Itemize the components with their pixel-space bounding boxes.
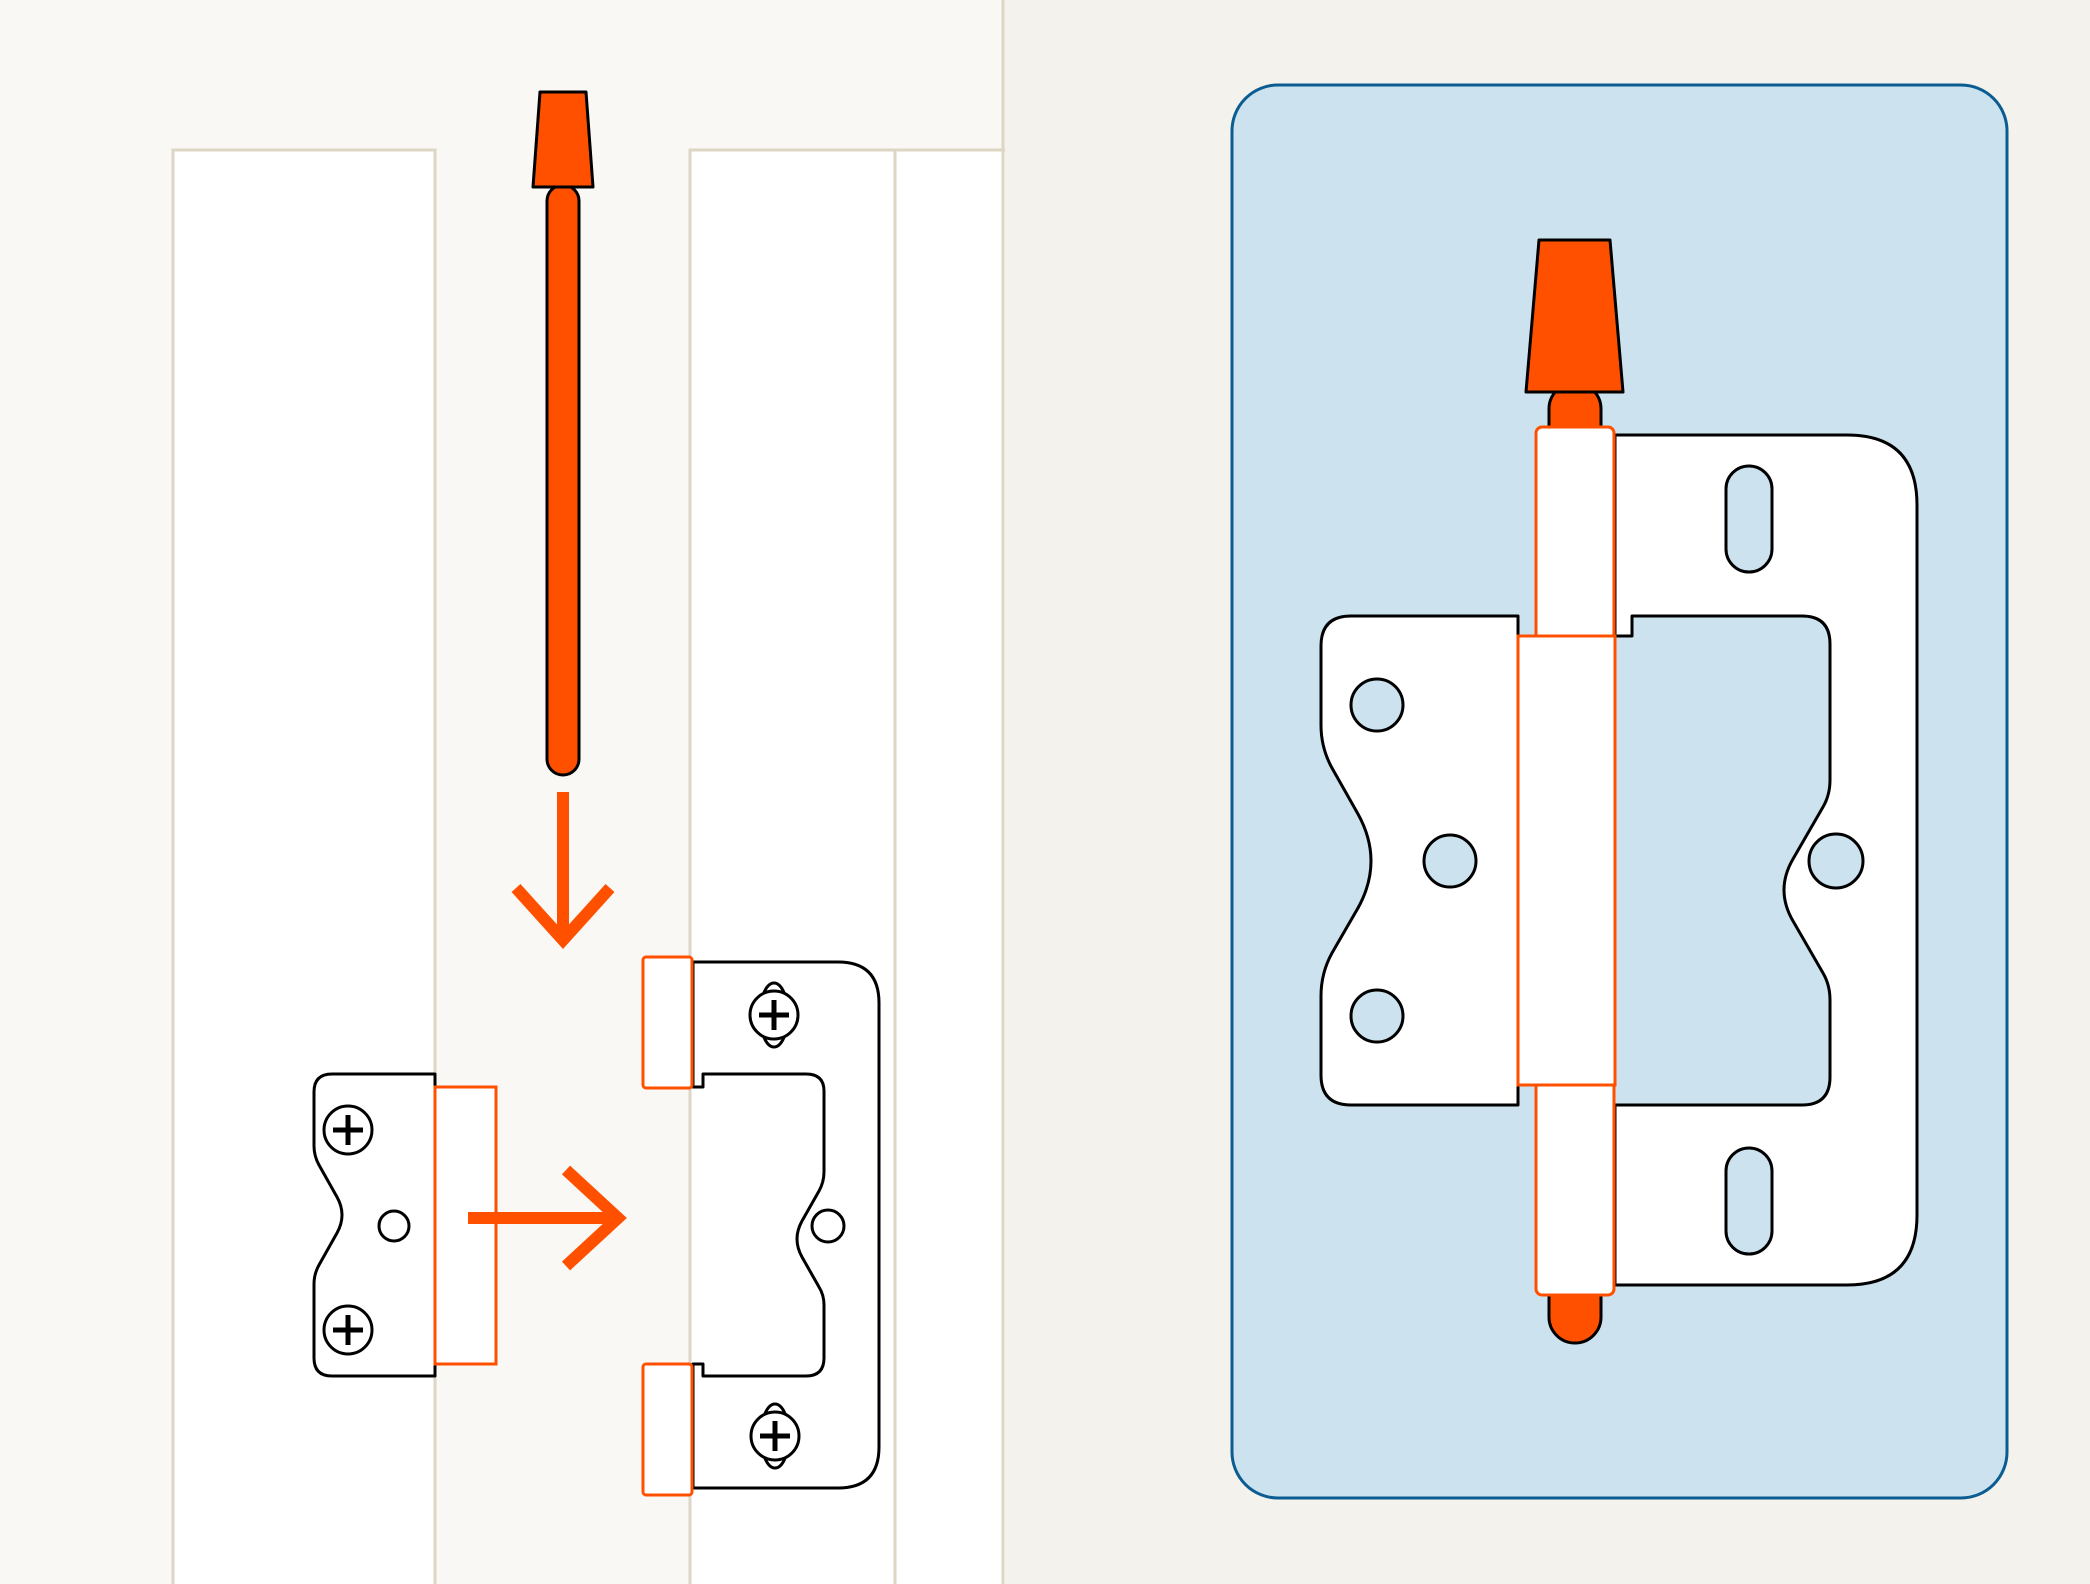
down-arrow-icon	[511, 792, 615, 949]
assembled-frame-leaf	[1319, 614, 1520, 1107]
door-hinge-knuckle-top	[641, 955, 694, 1090]
door-hinge-leaf	[691, 960, 881, 1490]
frame-leaf-knuckle	[1516, 634, 1617, 1087]
right-arrow-head	[561, 1165, 627, 1271]
right-arrow-icon	[468, 1165, 627, 1271]
hinge-leaf-icon	[312, 1072, 498, 1378]
screw-hole	[377, 1209, 411, 1243]
screw-hole	[1807, 832, 1865, 890]
assembled-door-leaf	[1613, 433, 1919, 1287]
screw-hole	[1422, 833, 1478, 889]
hinge-leaf-icon	[641, 955, 881, 1497]
slot-hole-top	[1724, 464, 1774, 574]
screw-hole	[1349, 988, 1405, 1044]
hinge-pin-icon	[531, 90, 595, 777]
phillips-screw-icon	[749, 1402, 801, 1470]
hinge-pin-head	[531, 90, 595, 189]
assembled-detail-panel	[1005, 0, 2090, 1584]
slot-hole-bottom	[1724, 1146, 1774, 1256]
assembled-hinge-pin-head	[1524, 238, 1625, 394]
screw-hole	[810, 1208, 846, 1244]
down-arrow-head	[511, 883, 615, 949]
installation-step-panel	[0, 0, 1022, 1584]
frame-hinge-knuckle	[433, 1085, 498, 1366]
phillips-screw-icon	[322, 1304, 374, 1356]
phillips-screw-icon	[748, 981, 800, 1049]
hinge-pin-shaft	[545, 183, 581, 777]
door-hinge-knuckle-bottom	[641, 1362, 694, 1497]
phillips-screw-icon	[322, 1104, 374, 1156]
screw-hole	[1349, 677, 1405, 733]
